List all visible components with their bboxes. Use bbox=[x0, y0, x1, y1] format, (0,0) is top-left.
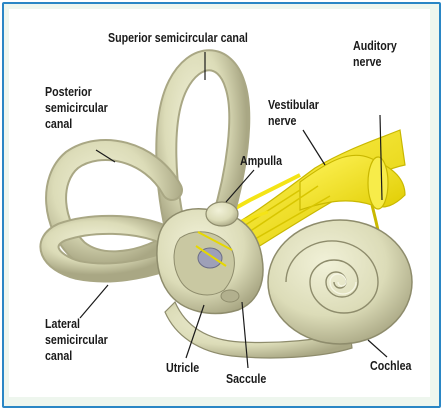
ampulla bbox=[206, 202, 238, 226]
label-posterior-canal: Posterior semicircular canal bbox=[45, 84, 108, 132]
label-saccule: Saccule bbox=[226, 371, 266, 387]
label-vestibular-nerve: Vestibular nerve bbox=[268, 97, 319, 129]
cochlea-shape bbox=[268, 220, 412, 344]
label-cochlea: Cochlea bbox=[370, 358, 411, 374]
label-auditory-nerve: Auditory nerve bbox=[353, 38, 397, 70]
label-ampulla: Ampulla bbox=[240, 153, 282, 169]
label-utricle: Utricle bbox=[166, 360, 199, 376]
label-superior-canal: Superior semicircular canal bbox=[108, 30, 248, 46]
label-lateral-canal: Lateral semicircular canal bbox=[45, 316, 108, 364]
